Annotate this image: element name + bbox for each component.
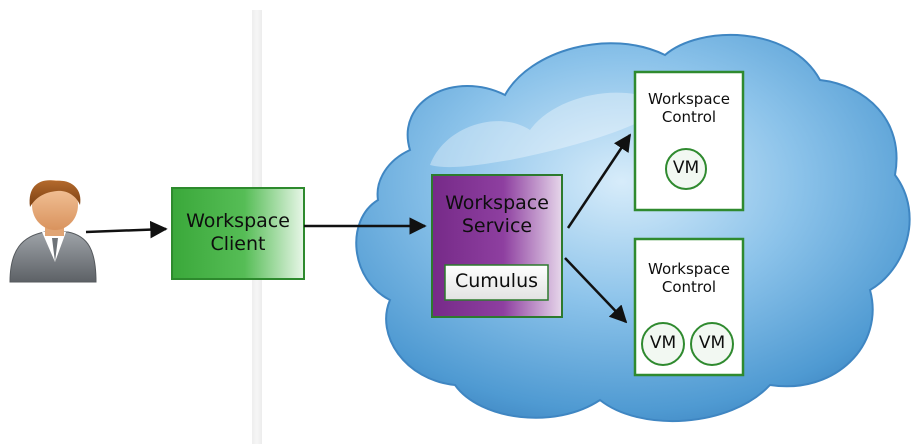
client-line1: Workspace [186,210,290,232]
user-avatar-icon [9,180,97,283]
arrow-user-to-client [85,220,168,239]
control1-line1: Workspace [648,90,730,108]
workspace-control-label-2: Workspace Control [635,260,743,296]
workspace-control-label-1: Workspace Control [635,90,743,126]
workspace-client-label: Workspace Client [172,210,304,256]
vm-label-1-1: VM [672,158,700,178]
vm-circle-1-1 [665,148,707,190]
vm-label-2-2: VM [698,333,726,353]
workspace-service-label: Workspace Service [432,192,562,238]
cloud-shape [355,34,911,422]
workspace-client-box [171,187,305,280]
client-line2: Client [210,232,266,255]
arrow-service-to-control-1 [566,133,632,229]
service-line1: Workspace [445,192,549,214]
service-line2: Service [461,214,533,237]
control2-line1: Workspace [648,260,730,278]
vm-circle-2-2 [690,322,734,366]
cloud-highlight [430,92,665,168]
control2-line2: Control [661,278,717,296]
cumulus-label: Cumulus [454,270,539,292]
cumulus-box [444,264,549,301]
vm-label-2-1: VM [649,333,677,353]
control1-line2: Control [661,108,717,126]
arrow-service-to-control-2 [564,257,628,324]
vm-circle-2-1 [641,322,685,366]
